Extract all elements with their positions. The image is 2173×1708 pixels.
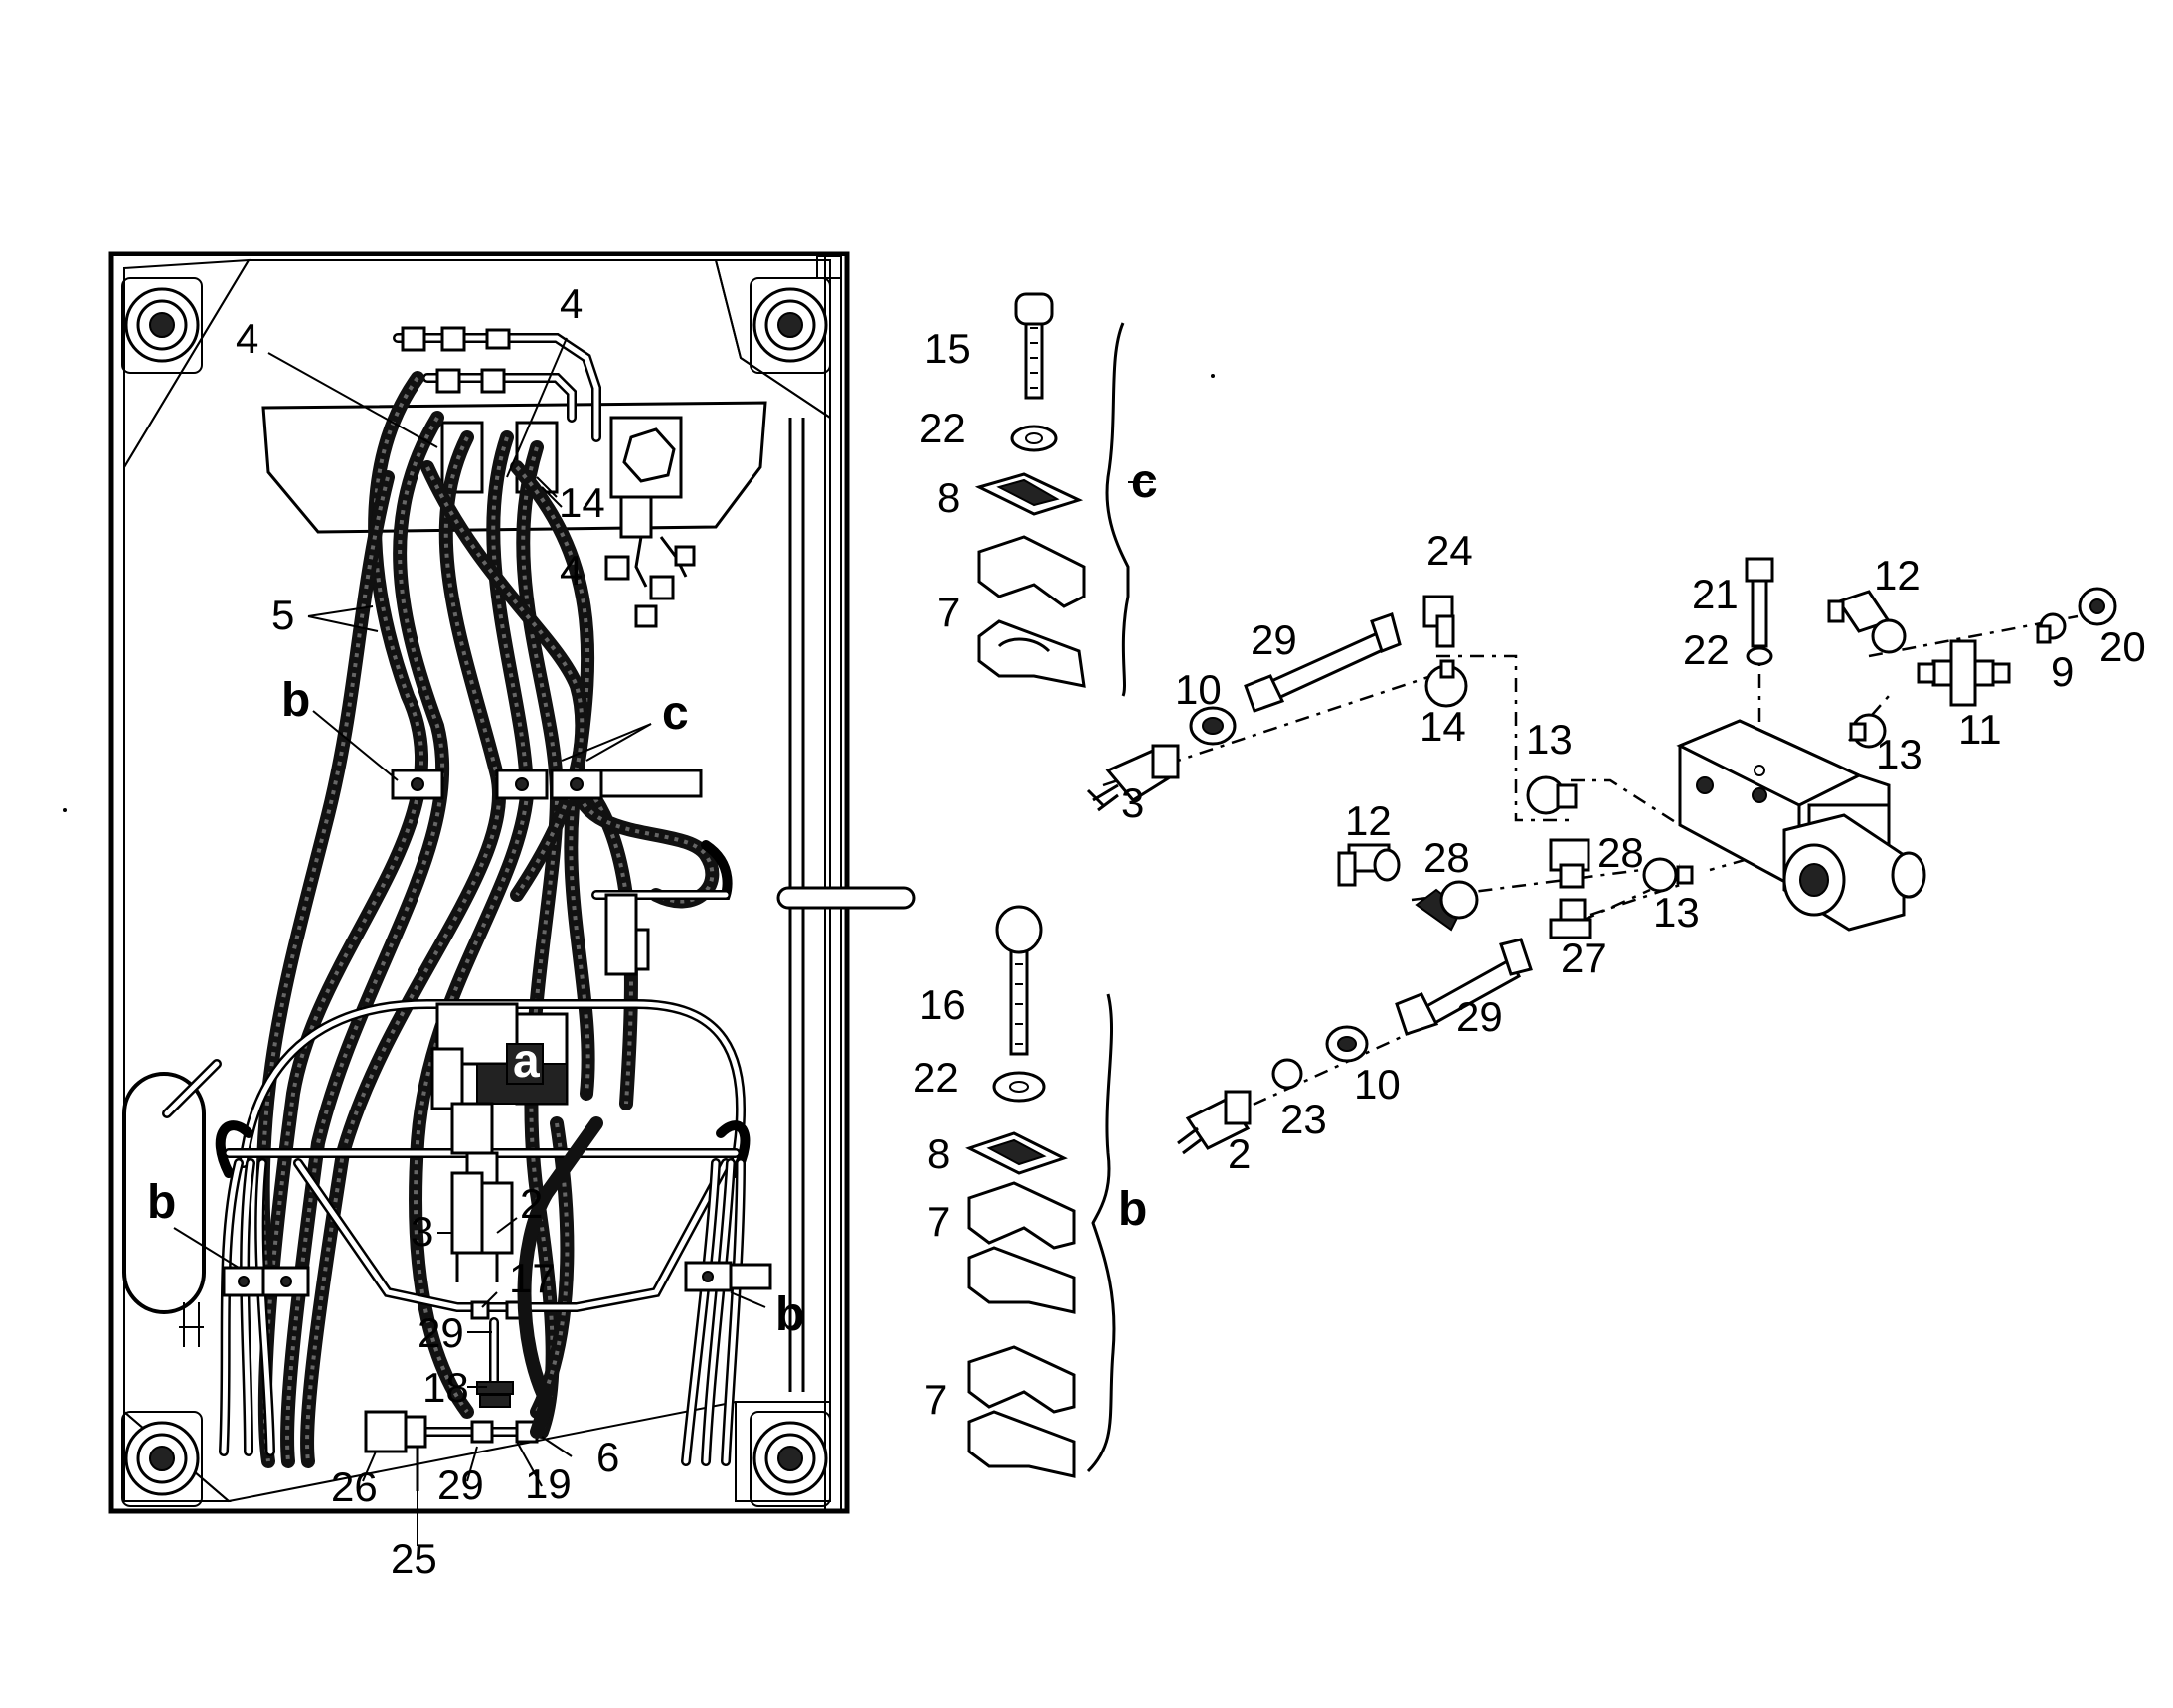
valve-label-9: 9 (2051, 648, 2074, 695)
panel-labels: 4 4 14 4 5 b c b a 2 3 17 29 18 b 26 29 … (147, 280, 804, 1582)
valve-label-13-right: 13 (1876, 731, 1922, 777)
valve-label-24: 24 (1426, 527, 1473, 574)
valve-label-10-bottom: 10 (1354, 1061, 1401, 1108)
label-14: 14 (559, 479, 605, 526)
label-4-left: 4 (236, 315, 258, 362)
label-b-upper: b (281, 674, 310, 727)
label-29-upper: 29 (418, 1309, 464, 1356)
clamp-c-label-8: 8 (937, 474, 960, 521)
label-c-upper: c (662, 687, 689, 740)
valve-label-11: 11 (1958, 706, 2002, 753)
clamp-b-label-7b: 7 (924, 1376, 947, 1423)
valve-label-28-left: 28 (1423, 834, 1470, 881)
label-4-right: 4 (560, 547, 583, 594)
clamp-b-label-22: 22 (913, 1054, 959, 1101)
speck (63, 808, 67, 812)
clamp-c-label-15: 15 (924, 325, 971, 372)
center-valve-assembly (364, 893, 650, 1491)
clamp-b-label-7a: 7 (927, 1198, 950, 1245)
label-26: 26 (331, 1463, 378, 1510)
label-5: 5 (271, 592, 294, 638)
label-29-lower: 29 (437, 1461, 484, 1508)
label-3: 3 (411, 1208, 433, 1255)
clamp-b-group-label: b (1118, 1183, 1147, 1236)
valve-label-3: 3 (1121, 779, 1144, 826)
corner-mount-top-left (121, 277, 203, 374)
valve-label-12-top: 12 (1874, 552, 1921, 598)
valve-label-22: 22 (1683, 626, 1730, 673)
valve-label-13-bottom: 13 (1653, 889, 1700, 936)
label-2: 2 (520, 1180, 543, 1227)
valve-label-10-top: 10 (1175, 666, 1222, 713)
clamp-b-label-8: 8 (927, 1130, 950, 1177)
corner-mount-bottom-left (121, 1411, 203, 1507)
valve-label-23: 23 (1280, 1096, 1327, 1142)
label-25: 25 (391, 1535, 437, 1582)
valve-label-21: 21 (1692, 571, 1739, 617)
label-17: 17 (509, 1255, 556, 1301)
top-fittings (393, 326, 696, 628)
hose-clamps-panel (222, 769, 772, 1297)
label-18: 18 (422, 1364, 469, 1411)
valve-label-13-top: 13 (1526, 716, 1573, 763)
clamp-set-c: 15 22 8 7 c (919, 292, 1158, 697)
clamp-c-label-7: 7 (937, 589, 960, 635)
label-19: 19 (525, 1460, 572, 1507)
valve-label-2: 2 (1228, 1130, 1251, 1177)
clamp-c-group-label: c (1131, 455, 1158, 508)
speck (1211, 374, 1215, 378)
valve-label-28-right: 28 (1597, 829, 1644, 876)
oval-cutout (122, 1059, 222, 1347)
valve-label-29-bottom: 29 (1456, 993, 1503, 1040)
label-4-top: 4 (560, 280, 583, 327)
valve-label-12-mid: 12 (1345, 797, 1392, 844)
valve-exploded-view: 24 29 10 3 14 13 21 22 12 20 9 11 13 12 … (1086, 527, 2146, 1177)
valve-label-29-top: 29 (1251, 616, 1297, 663)
label-b-right: b (775, 1288, 804, 1341)
corner-mount-bottom-right (750, 1411, 831, 1507)
corner-mount-top-right (750, 277, 831, 374)
clamp-b-label-16: 16 (919, 981, 966, 1028)
label-a: a (513, 1035, 540, 1088)
clamp-c-label-22: 22 (919, 405, 966, 451)
label-6: 6 (596, 1434, 619, 1480)
label-b-left: b (147, 1176, 176, 1229)
clamp-set-b: 16 22 8 7 7 b (913, 905, 1147, 1478)
valve-label-14: 14 (1420, 703, 1466, 750)
valve-label-20: 20 (2099, 623, 2146, 670)
leaders-left (173, 337, 766, 1546)
valve-label-27: 27 (1561, 935, 1607, 981)
